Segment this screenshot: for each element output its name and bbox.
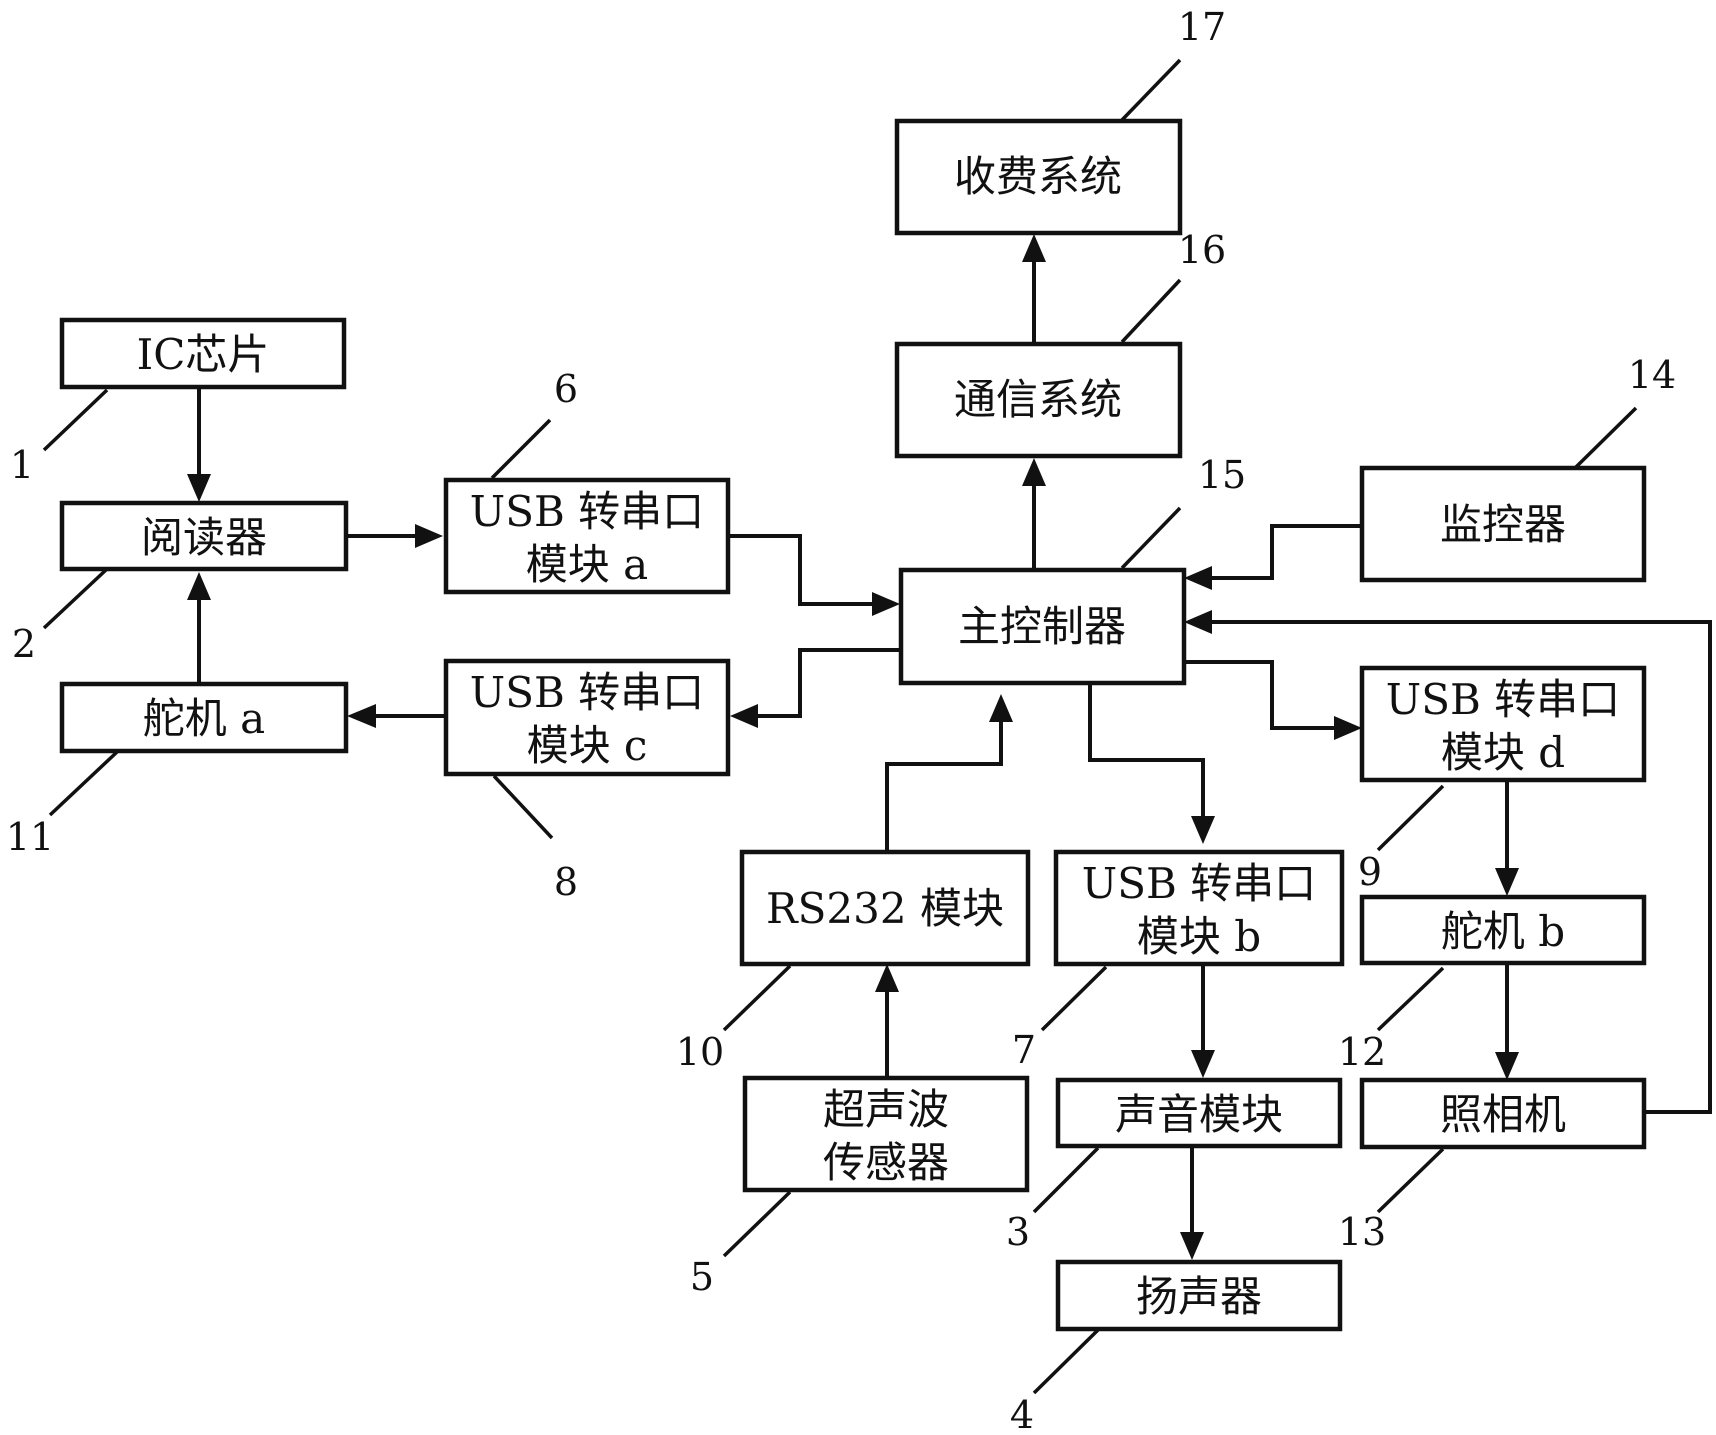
arrowhead — [730, 704, 758, 728]
ref-3: 3 — [1006, 1210, 1030, 1254]
arrowhead — [872, 592, 900, 616]
ref-17: 17 — [1178, 5, 1226, 49]
toll-system-label: 收费系统 — [954, 152, 1122, 201]
block-speaker: 扬声器 — [1058, 1262, 1340, 1329]
block-usb-d: USB 转串口 模块 d — [1362, 668, 1644, 780]
leader-11 — [50, 752, 117, 815]
block-servo-b: 舵机 b — [1362, 897, 1644, 963]
block-rs232: RS232 模块 — [742, 852, 1028, 964]
ref-5: 5 — [690, 1255, 714, 1299]
ref-8: 8 — [554, 860, 578, 904]
leader-10 — [724, 966, 790, 1030]
ref-15: 15 — [1198, 453, 1246, 497]
leader-7 — [1042, 967, 1106, 1030]
arrowhead — [1495, 1052, 1519, 1080]
arrowhead — [1495, 868, 1519, 896]
ref-14: 14 — [1628, 353, 1676, 397]
leader-8 — [494, 776, 552, 838]
block-toll-system: 收费系统 — [897, 121, 1180, 233]
main-controller-label: 主控制器 — [958, 602, 1126, 651]
usb-c-label-line1: USB 转串口 — [470, 668, 704, 717]
arrowhead — [187, 474, 211, 502]
ref-7: 7 — [1012, 1028, 1036, 1072]
arrowhead — [1191, 816, 1215, 844]
block-servo-a: 舵机 a — [62, 684, 346, 751]
leader-3 — [1034, 1148, 1098, 1212]
leader-14 — [1575, 408, 1636, 468]
ic-chip-label: IC芯片 — [137, 330, 270, 379]
usb-d-label-line1: USB 转串口 — [1386, 675, 1620, 724]
leader-6 — [492, 420, 550, 478]
monitor-label: 监控器 — [1440, 500, 1566, 549]
arrowhead — [415, 524, 443, 548]
block-reader: 阅读器 — [62, 503, 346, 569]
arrowhead — [347, 704, 376, 728]
edge-main-controller-to-usb-d — [1184, 662, 1334, 728]
edge-main-controller-to-usb-b — [1090, 684, 1203, 816]
block-camera: 照相机 — [1362, 1080, 1644, 1147]
ref-1: 1 — [10, 443, 34, 487]
ultrasonic-label-line2: 传感器 — [823, 1138, 949, 1187]
arrowhead — [1022, 458, 1046, 486]
servo-a-label: 舵机 a — [143, 694, 265, 743]
leader-9 — [1378, 786, 1443, 850]
usb-a-label-line2: 模块 a — [526, 540, 648, 589]
block-ultrasonic-sensor: 超声波 传感器 — [745, 1078, 1027, 1190]
edge-usb-a-to-main-controller — [729, 536, 874, 604]
camera-label: 照相机 — [1440, 1090, 1566, 1139]
leader-15 — [1122, 508, 1180, 568]
usb-a-label-line1: USB 转串口 — [470, 487, 704, 536]
block-usb-a: USB 转串口 模块 a — [446, 480, 728, 592]
sound-module-label: 声音模块 — [1115, 1090, 1283, 1139]
edge-rs232-to-main-controller — [887, 722, 1001, 852]
block-ic-chip: IC芯片 — [62, 320, 344, 387]
ref-4: 4 — [1010, 1393, 1034, 1435]
ref-13: 13 — [1338, 1210, 1386, 1254]
arrowhead — [1022, 234, 1046, 262]
reader-label: 阅读器 — [141, 513, 267, 562]
usb-b-label-line2: 模块 b — [1137, 912, 1261, 961]
arrowhead — [1184, 566, 1212, 590]
usb-d-label-line2: 模块 d — [1441, 728, 1565, 777]
edge-monitor-to-main-controller — [1212, 526, 1361, 578]
rs232-label: RS232 模块 — [766, 884, 1004, 933]
block-usb-c: USB 转串口 模块 c — [446, 661, 728, 774]
block-main-controller: 主控制器 — [901, 570, 1184, 683]
leader-17 — [1122, 60, 1180, 120]
leader-1 — [44, 390, 107, 450]
leader-5 — [724, 1192, 790, 1256]
ref-10: 10 — [676, 1030, 724, 1074]
block-sound-module: 声音模块 — [1058, 1080, 1340, 1146]
leader-16 — [1122, 280, 1180, 342]
arrowhead — [1191, 1050, 1215, 1078]
leader-2 — [44, 569, 107, 628]
speaker-label: 扬声器 — [1136, 1272, 1262, 1321]
leader-4 — [1034, 1330, 1098, 1393]
arrowhead — [1180, 1232, 1204, 1260]
arrowhead — [187, 572, 211, 600]
arrowhead — [1334, 716, 1362, 740]
ref-2: 2 — [12, 622, 36, 666]
servo-b-label: 舵机 b — [1441, 907, 1565, 956]
ref-12: 12 — [1338, 1030, 1386, 1074]
leader-13 — [1378, 1149, 1443, 1212]
arrowhead — [989, 694, 1013, 722]
ref-6: 6 — [554, 367, 578, 411]
leader-12 — [1378, 968, 1443, 1030]
edge-main-controller-to-usb-c — [758, 650, 900, 716]
block-monitor: 监控器 — [1362, 468, 1644, 580]
usb-c-label-line2: 模块 c — [527, 721, 648, 770]
ultrasonic-label-line1: 超声波 — [823, 1085, 949, 1134]
ref-9: 9 — [1358, 850, 1382, 894]
ref-11: 11 — [6, 815, 54, 859]
arrowhead — [875, 964, 899, 992]
block-comm-system: 通信系统 — [897, 344, 1180, 456]
block-usb-b: USB 转串口 模块 b — [1056, 852, 1342, 964]
usb-b-label-line1: USB 转串口 — [1082, 859, 1316, 908]
ref-16: 16 — [1178, 228, 1226, 272]
comm-system-label: 通信系统 — [954, 375, 1122, 424]
arrowhead — [1184, 610, 1212, 634]
